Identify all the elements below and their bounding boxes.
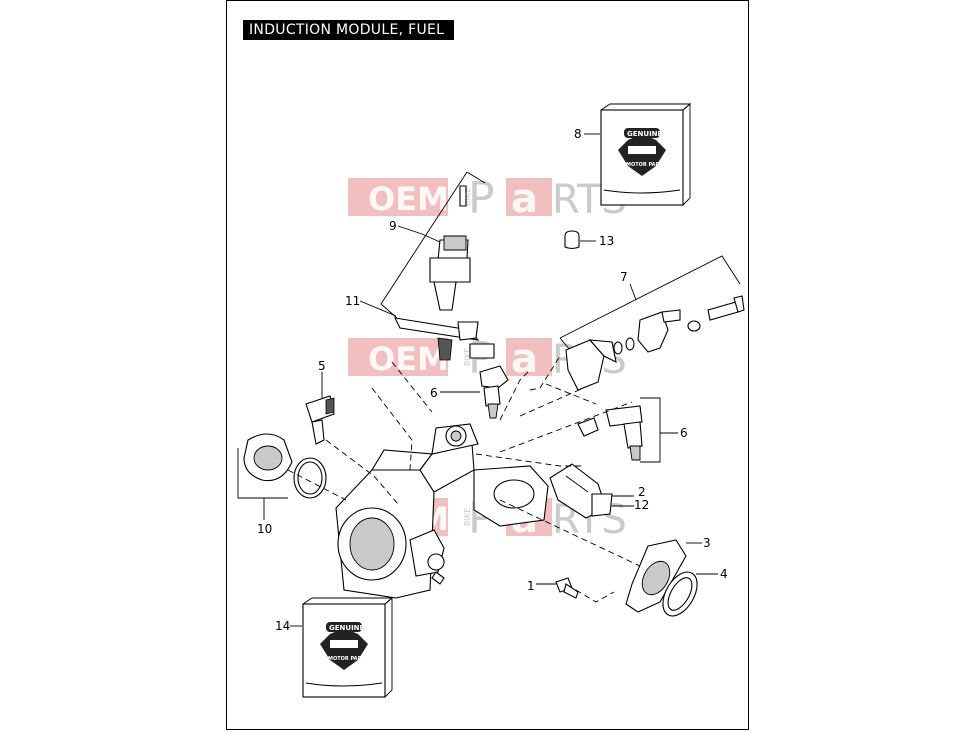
logo-genuine-text-8: GENUINE [627,130,663,138]
callout-12: 12 [634,498,649,512]
watermark-bike-1: BIKE [463,188,472,206]
watermark-a-1: a [511,176,538,222]
callout-14: 14 [275,619,290,633]
callout-leaders [263,133,718,627]
watermark-row-1: OEM BIKE P a RTS [348,173,627,224]
diagram-title: INDUCTION MODULE, FUEL [243,20,454,40]
bolt-part-1[interactable] [555,577,579,599]
callout-2: 2 [638,485,646,499]
logo-motor-parts-text-8: MOTOR PARTS [626,162,667,168]
idle-air-control-9[interactable] [380,171,486,319]
genuine-logo-icon: GENUINE MOTOR PARTS [320,622,369,670]
sensor-bracket-11[interactable] [394,317,495,361]
fuel-injector-6a[interactable] [479,365,509,419]
callout-13: 13 [599,234,614,248]
callout-7: 7 [620,270,628,284]
watermark-oem-1: OEM [368,180,449,218]
genuine-logo-icon: GENUINE MOTOR PARTS [618,128,667,176]
fuel-rail-7[interactable] [559,255,745,391]
watermark-oem-2: OEM [368,340,449,378]
logo-motor-parts-text-14: MOTOR PARTS [328,656,369,662]
watermark-bike-2: BIKE [463,348,472,366]
callout-4: 4 [720,567,728,581]
callout-3: 3 [703,536,711,550]
genuine-parts-box-14[interactable]: GENUINE MOTOR PARTS [302,597,394,698]
callout-8: 8 [574,127,582,141]
callout-10: 10 [257,522,272,536]
seal-ring-4[interactable] [656,566,704,622]
callout-11: 11 [345,294,360,308]
watermark-p-1: P [468,173,495,224]
fuel-injector-6b[interactable] [577,397,661,463]
callout-6-left: 6 [430,386,438,400]
flange-part-3[interactable] [625,539,687,613]
callout-6-right: 6 [680,426,688,440]
throttle-body-main[interactable] [335,423,549,599]
callout-5: 5 [318,359,326,373]
sensor-part-5[interactable] [305,395,335,445]
cap-part-13[interactable] [564,230,580,250]
watermark-bike-3: BIKE [463,508,472,526]
watermark-a-2: a [511,336,538,382]
callout-1: 1 [527,579,535,593]
callout-numbers: 8 9 13 7 11 5 6 6 2 12 3 4 1 10 14 [257,127,728,633]
assembly-dash-lines [287,355,641,603]
logo-genuine-text-14: GENUINE [329,624,365,632]
callout-9: 9 [389,219,397,233]
cover-gasket-10[interactable] [237,433,327,499]
sensor-module-2-12[interactable] [549,463,613,519]
genuine-parts-box-8[interactable]: GENUINE MOTOR PARTS [600,103,692,206]
